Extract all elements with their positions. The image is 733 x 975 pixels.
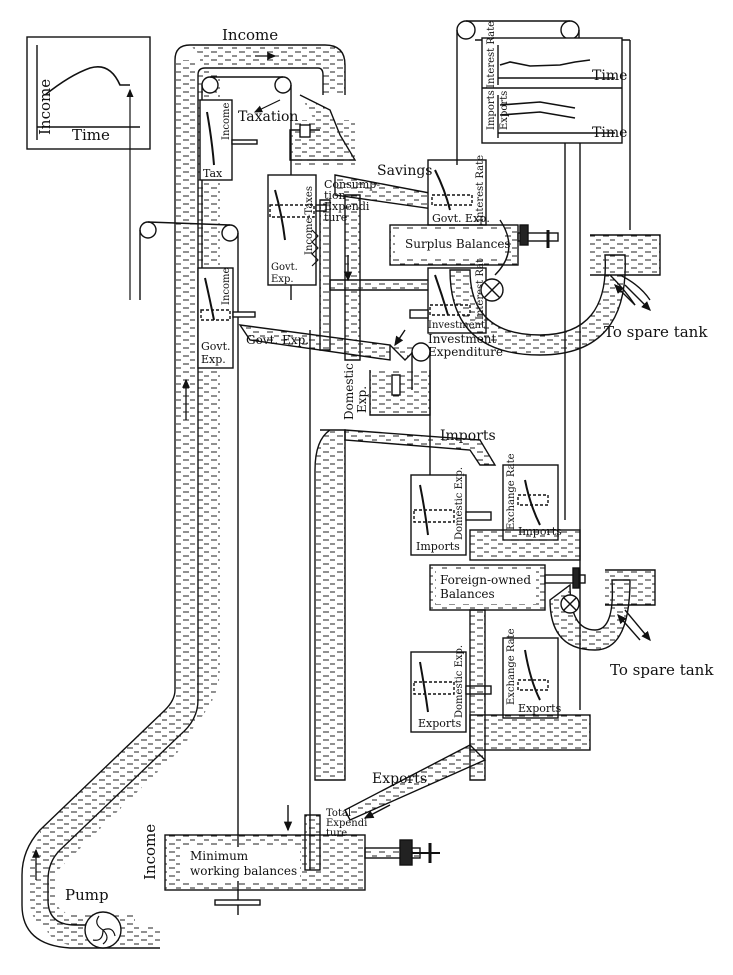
tax-valve: Income Tax [199, 99, 258, 181]
govt-exp-valve: Income Govt. Exp. [197, 267, 256, 369]
exports-valve: Domestic Exp. Exports [410, 645, 492, 733]
rates-bottom-ylabel-1: Imports [486, 90, 497, 130]
label-total-3: ture [326, 828, 347, 839]
expenditure-channels [238, 194, 431, 361]
exchange-imports-valve: Exchange Rate Imports [502, 453, 562, 541]
spare-u-pipe-bottom: To spare tank [549, 569, 714, 679]
rates-top-xlabel: Time [592, 68, 627, 84]
taxation-flow [253, 94, 357, 165]
flow-labels: Income Taxation Savings Govt. Exp. Consu… [141, 26, 503, 880]
label-income-bottom: Income [141, 824, 159, 880]
income-graph-ylabel: Income [36, 79, 54, 135]
exch-exp-bottom: Exports [518, 702, 562, 715]
label-consumption-3: Expendi [324, 200, 370, 213]
label-taxation: Taxation [238, 109, 298, 125]
foreign-label-1: Foreign-owned [440, 573, 531, 587]
imports-valve: Domestic Exp. Imports [410, 467, 492, 556]
label-total-2: Expendi [326, 818, 367, 829]
foreign-label-2: Balances [440, 587, 495, 601]
foreign-balances-tank: Foreign-owned Balances [429, 529, 586, 611]
tax-valve-side: Income [221, 103, 232, 140]
label-consumption-2: tion [324, 189, 346, 202]
imports-valve-side: Domestic Exp. [454, 467, 465, 540]
rates-top-ylabel: Interest Rate [486, 21, 497, 88]
label-consumption-1: Consump- [324, 178, 380, 191]
cons-valve-side: Income-Taxes [304, 186, 315, 255]
income-pipe [21, 44, 346, 949]
label-income: Income [222, 26, 278, 44]
imports-channel [314, 429, 497, 781]
label-govt-exp: Govt. Exp. [246, 333, 309, 347]
surplus-label: Surplus Balances [405, 237, 511, 251]
label-savings: Savings [377, 163, 433, 179]
govt-valve-side: Income [221, 268, 232, 305]
invest-valve-bottom: Investment [428, 320, 485, 331]
min-working-1: Minimum [190, 849, 249, 863]
min-working-2: working balances [190, 864, 297, 878]
govt-valve-bottom-1: Govt. [201, 340, 231, 353]
domestic-exp-tank [369, 370, 431, 416]
cons-valve-bottom-1: Govt. [271, 262, 298, 273]
surplus-balances-tank: Surplus Balances [389, 219, 559, 276]
label-imports: Imports [440, 428, 496, 444]
label-consumption-4: ture [324, 211, 347, 224]
interest-valve-bottom: Govt. Exp. [432, 212, 490, 225]
label-investment-1: Investment [428, 332, 497, 346]
cons-valve-bottom-2: Exp. [271, 274, 294, 285]
spare-bottom-label: To spare tank [610, 661, 714, 679]
interest-valve-top: Interest Rate Govt. Exp. [427, 155, 490, 226]
tax-valve-bottom: Tax [203, 167, 223, 180]
rates-bottom-ylabel-2: Exports [499, 91, 510, 130]
label-total-1: Total [326, 808, 351, 819]
rates-graph: Interest Rate Time Imports Exports Time [481, 21, 627, 144]
rates-bottom-xlabel: Time [592, 125, 627, 141]
exports-valve-bottom: Exports [418, 717, 462, 730]
income-graph-xlabel: Time [72, 126, 110, 144]
imports-valve-bottom: Imports [416, 540, 460, 553]
exch-imp-side: Exchange Rate [506, 453, 517, 530]
label-domestic-1: Domestic [342, 363, 356, 420]
pump: Pump [65, 886, 122, 949]
govt-valve-bottom-2: Exp. [201, 353, 226, 366]
exch-exp-side: Exchange Rate [506, 628, 517, 705]
exchange-exports-valve: Exchange Rate Exports [502, 628, 562, 719]
label-exports: Exports [372, 771, 427, 787]
pump-label: Pump [65, 886, 109, 904]
label-investment-2: Expenditure [428, 345, 503, 359]
exports-channel [344, 609, 591, 821]
exports-valve-side: Domestic Exp. [454, 645, 465, 718]
spare-top-label: To spare tank [604, 323, 708, 341]
spare-u-pipe-top: To spare tank [449, 234, 708, 356]
label-domestic-2: Exp. [355, 386, 369, 413]
invest-valve-side: Interest Rate [475, 253, 486, 320]
min-working-tank: Minimum working balances [164, 834, 440, 891]
income-graph: Income Time [26, 36, 151, 300]
interest-valve-side: Interest Rate [475, 155, 486, 222]
